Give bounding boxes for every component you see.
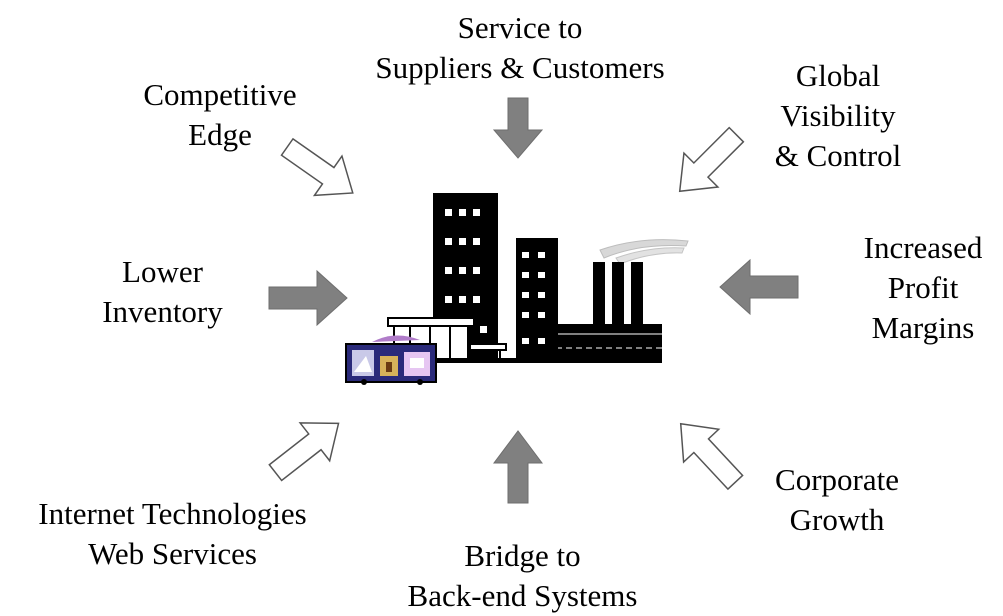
benefit-label-left: Lower Inventory xyxy=(75,252,250,332)
benefit-label-line: Internet Technologies xyxy=(38,496,307,531)
factory-icon xyxy=(345,193,689,385)
benefit-label-line: Edge xyxy=(188,117,252,152)
benefit-label-line: Inventory xyxy=(102,294,223,329)
arrow-bottom-left xyxy=(268,422,340,482)
benefit-label-line: Back-end Systems xyxy=(407,578,638,613)
arrow-top-left xyxy=(280,137,354,197)
benefit-label-line: Global xyxy=(795,58,881,93)
benefit-label-bottom-right: Corporate Growth xyxy=(752,460,922,540)
arrow-right xyxy=(719,258,799,316)
benefit-label-top-right: Global Visibility & Control xyxy=(748,56,928,176)
benefit-label-line: Growth xyxy=(789,502,885,537)
benefit-label-line: Competitive xyxy=(143,77,297,112)
benefit-label-line: Corporate xyxy=(775,462,899,497)
benefit-label-line: Margins xyxy=(871,310,975,345)
arrow-top-right xyxy=(678,126,745,193)
benefit-label-top: Service to Suppliers & Customers xyxy=(330,8,710,88)
benefit-label-line: Lower xyxy=(122,254,203,289)
truck-icon xyxy=(345,335,437,385)
arrow-top xyxy=(492,97,544,159)
arrow-bottom xyxy=(493,430,543,504)
benefit-label-line: Increased xyxy=(863,230,983,265)
benefit-label-line: & Control xyxy=(774,138,902,173)
benefit-label-top-left: Competitive Edge xyxy=(120,75,320,155)
benefit-label-line: Web Services xyxy=(88,536,257,571)
benefit-label-line: Bridge to xyxy=(464,538,581,573)
benefit-label-line: Service to xyxy=(457,10,583,45)
benefit-label-line: Suppliers & Customers xyxy=(375,50,665,85)
arrow-left xyxy=(268,269,348,327)
benefit-label-line: Visibility xyxy=(780,98,896,133)
benefit-label-line: Profit xyxy=(887,270,959,305)
arrow-bottom-right xyxy=(679,422,744,491)
benefit-label-right: Increased Profit Margins xyxy=(838,228,1003,348)
benefit-label-bottom: Bridge to Back-end Systems xyxy=(380,536,665,616)
benefit-label-bottom-left: Internet Technologies Web Services xyxy=(0,494,345,574)
